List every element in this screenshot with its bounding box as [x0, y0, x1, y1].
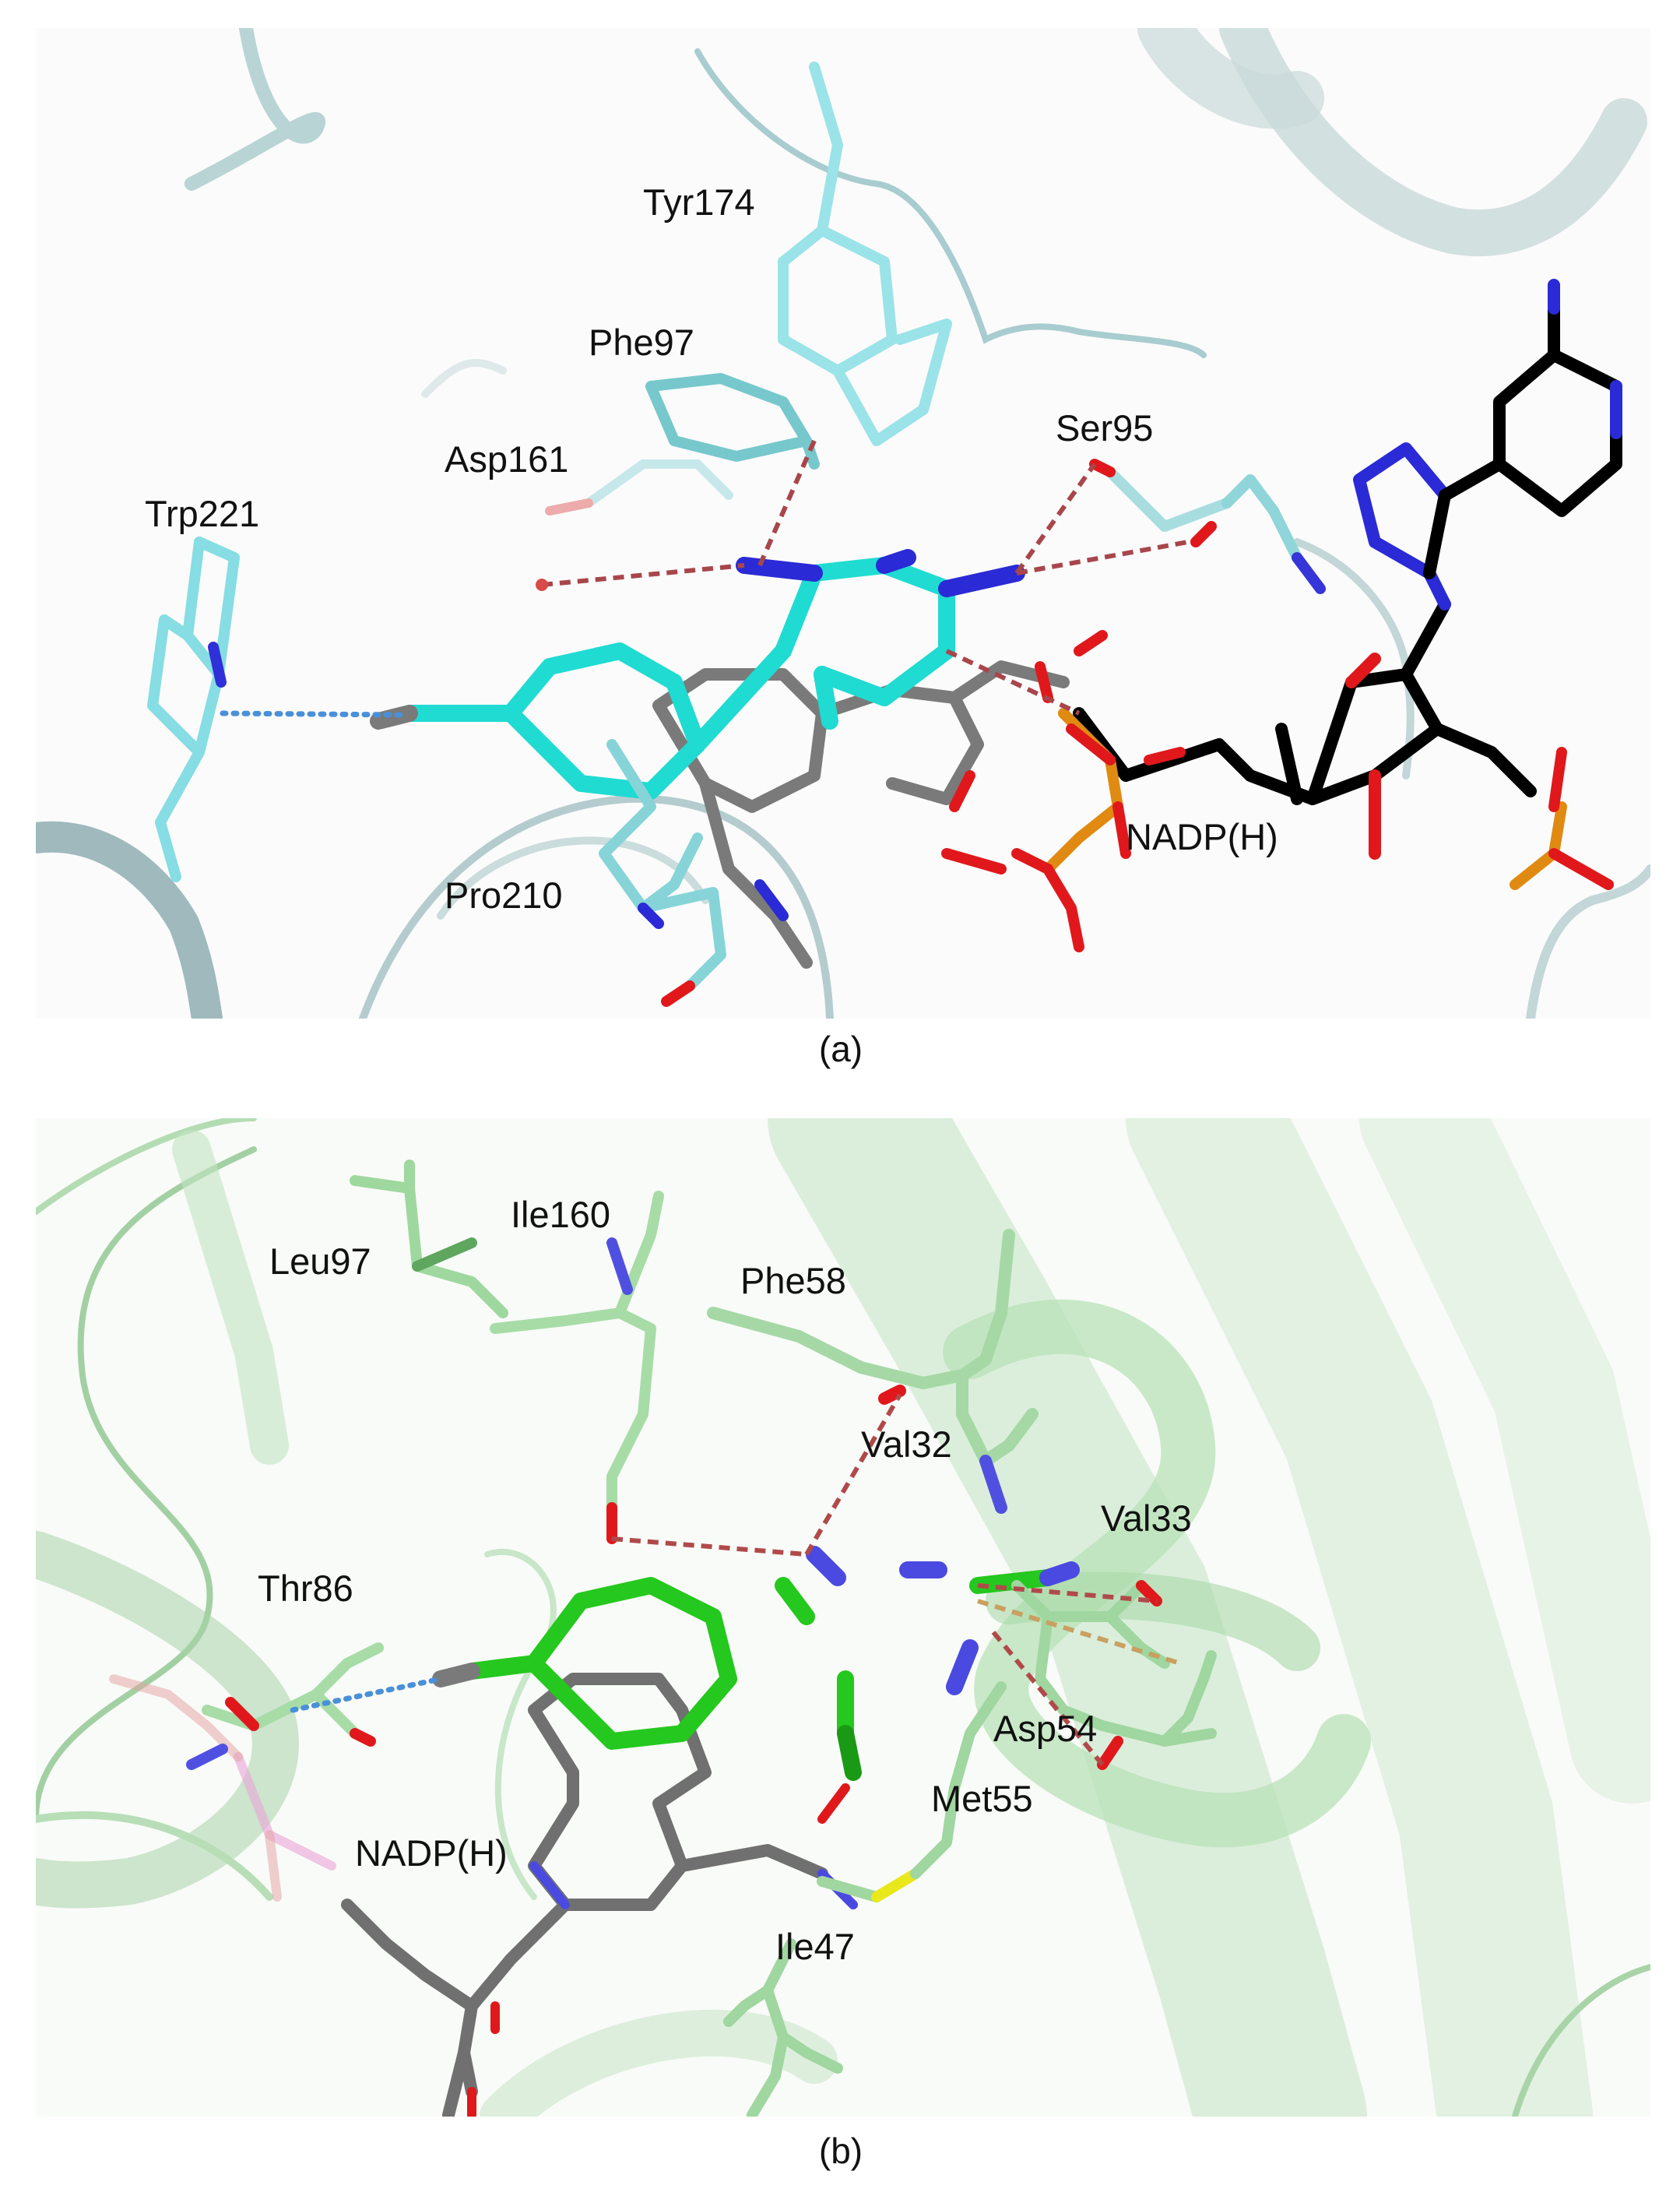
pro210-sidechain	[599, 739, 789, 1007]
water-molecule	[536, 579, 548, 591]
label-pro210: Pro210	[445, 875, 563, 916]
ligand-cyan	[370, 549, 1025, 800]
tyr174-sidechain	[778, 62, 952, 446]
label-ser95: Ser95	[1056, 407, 1153, 449]
label-phe97: Phe97	[589, 322, 694, 363]
nadph-adenosine	[1073, 279, 1622, 860]
label-nadph-b: NADP(H)	[355, 1832, 508, 1874]
panel-a-structure: Tyr174 Phe97 Asp161 Ser95 Trp221 Pro210 …	[36, 28, 1650, 1019]
caption-b: (b)	[818, 2131, 863, 2171]
asp161-sidechain	[545, 459, 733, 516]
label-leu97: Leu97	[269, 1241, 371, 1282]
caption-a: (a)	[818, 1029, 863, 1069]
label-val33: Val33	[1101, 1497, 1192, 1539]
label-val32: Val32	[861, 1424, 952, 1465]
halogen-bond	[290, 1676, 444, 1713]
met55-sidechain	[817, 1681, 1007, 1902]
phe97-sidechain	[645, 373, 820, 470]
panel-b-image: Leu97 Ile160 Phe58 Val32 Val33 Thr86 Asp…	[36, 1118, 1650, 2117]
phosphate-groups	[941, 630, 1614, 952]
hydrogen-bonds	[541, 439, 1189, 716]
panel-b-structure: Leu97 Ile160 Phe58 Val32 Val33 Thr86 Asp…	[36, 1118, 1650, 2117]
leu97-sidechain	[350, 1160, 508, 1318]
label-tyr174: Tyr174	[643, 181, 755, 223]
nadph-nicotinamide	[341, 1673, 828, 2117]
label-met55: Met55	[931, 1778, 1033, 1819]
label-phe58: Phe58	[740, 1260, 846, 1301]
label-ile47: Ile47	[775, 1926, 855, 1967]
ile47-sidechain	[723, 1938, 843, 2117]
ligand-green	[432, 1546, 1080, 1781]
label-asp161: Asp161	[445, 438, 568, 480]
label-asp54: Asp54	[993, 1708, 1097, 1749]
ile160-sidechain	[490, 1191, 664, 1544]
nadph-heteroatoms	[109, 1674, 858, 2117]
hydrogen-bonds	[611, 1393, 1181, 1766]
protein-backbone-ribbons	[36, 28, 1650, 1019]
label-thr86: Thr86	[258, 1568, 353, 1609]
ser95-sidechain	[1089, 459, 1326, 594]
label-nadph-a: NADP(H)	[1126, 816, 1278, 857]
panel-a-image: Tyr174 Phe97 Asp161 Ser95 Trp221 Pro210 …	[36, 28, 1650, 1019]
trp221-sidechain	[147, 537, 240, 882]
halogen-bond	[220, 710, 405, 718]
label-ile160: Ile160	[511, 1194, 610, 1235]
label-trp221: Trp221	[145, 493, 259, 534]
phe58-sidechain	[707, 1229, 1039, 1514]
